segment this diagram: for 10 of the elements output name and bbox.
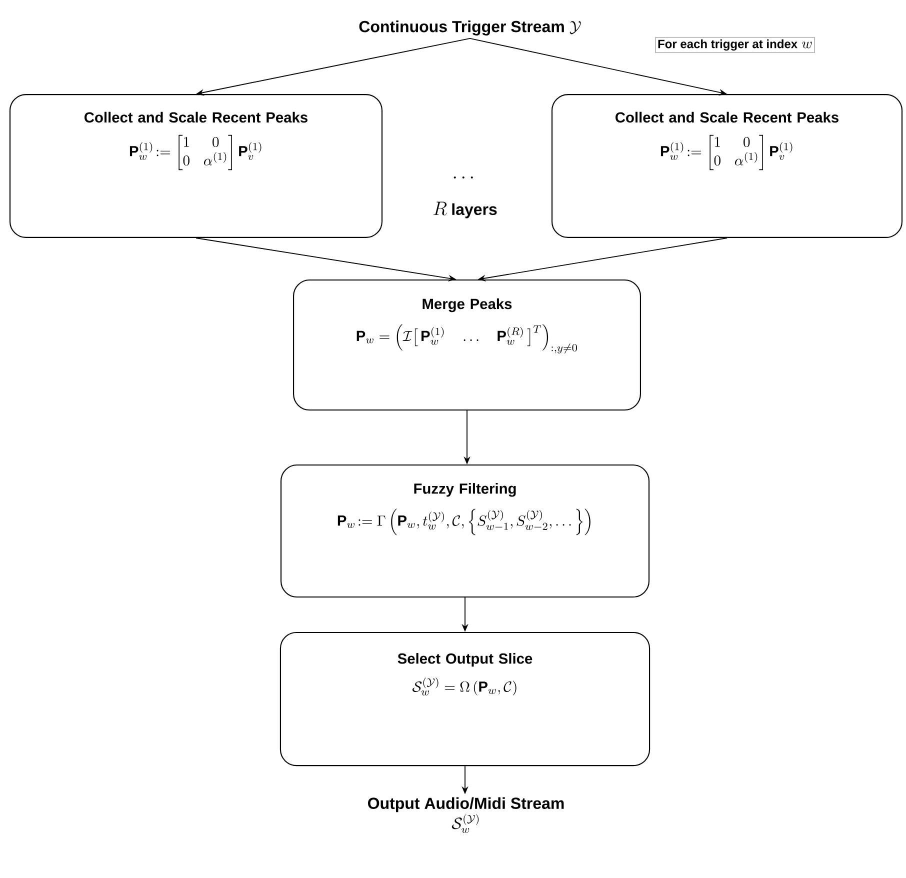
process-box: Select Output Slice $\mathcal{S}_w^{(\mathcal{Y})}=\Omega\left(\mathbf{P}_w, \mathcal{C}\right)$ (280, 632, 650, 766)
note-box: For each trigger at index $w$ (655, 37, 815, 53)
process-box: Fuzzy Filtering $\mathbf{P}_w\!:=\Gamma\left(\mathbf{P}_w, t_w^{(\mathcal{Y})}, \mathcal{C}, \left\{S_{w-1}^{(\mathcal{Y})}, S_{w-2}^{(\mathcal{Y})}, \dots\right\}\right)$ (280, 464, 650, 598)
process-box: Collect and Scale Recent Peaks $\mathbf{P}_w^{(1)}\!:=\begin{bmatrix}1 & 0\\ 0 & \alpha^{(1)}\end{bmatrix}\mathbf{P}_v^{(1)}$ (551, 94, 903, 238)
layer-count: $R$ layers (434, 202, 497, 218)
output-title: Output Audio/Midi Stream $\mathcal{S}_w^{(\mathcal{Y})}$ (368, 797, 564, 833)
stream-title: Continuous Trigger Stream $\mathcal{Y}$ (359, 20, 581, 36)
ellipsis: $\cdots$ (454, 176, 473, 178)
process-box: Merge Peaks $\mathbf{P}_w=\left(\mathcal{I}\big[\,\mathbf{P}_w^{(1)}\quad\dots\quad\mathbf{P}_w^{(R)}\,\big]^T\right)_{:,y\neq 0}$ (293, 279, 641, 411)
process-box: Collect and Scale Recent Peaks $\mathbf{P}_w^{(1)}\!:=\begin{bmatrix}1 & 0\\ 0 & \alpha^{(1)}\end{bmatrix}\mathbf{P}_v^{(1)}$ (9, 94, 383, 238)
